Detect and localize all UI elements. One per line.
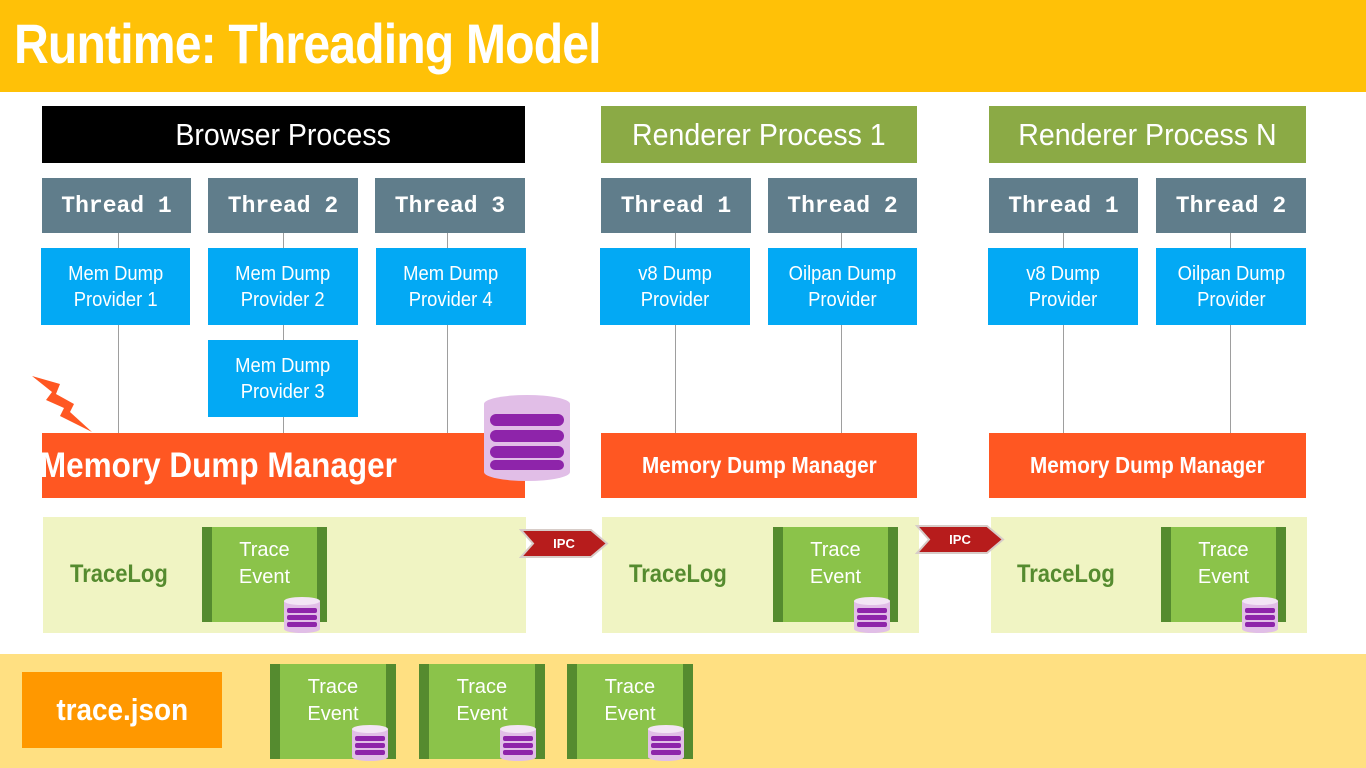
provider-label: Mem Dump Provider 1: [67, 262, 164, 311]
database-icon: [499, 724, 537, 762]
v8-dump-provider-r1: v8 Dump Provider: [600, 248, 750, 325]
page-title: Runtime: Threading Model: [14, 12, 602, 75]
provider-label: v8 Dump Provider: [1026, 262, 1100, 311]
browser-memory-dump-manager: Memory Dump Manager: [40, 433, 525, 498]
trace-event-label: Trace Event: [604, 676, 656, 725]
lightning-icon: [30, 370, 94, 434]
thread-line: [1230, 233, 1231, 433]
rendererN-memory-dump-manager: Memory Dump Manager: [989, 433, 1306, 498]
ipc-arrow-icon: IPC: [519, 527, 609, 560]
thread-line: [1063, 233, 1064, 433]
provider-label: Mem Dump Provider 3: [235, 354, 331, 403]
renderer1-memory-dump-manager: Memory Dump Manager: [601, 433, 917, 498]
renderer1-thread-2: Thread 2: [768, 178, 917, 233]
trace-event: Trace Event: [773, 527, 898, 622]
renderer1-thread-1: Thread 1: [601, 178, 751, 233]
browser-thread-1: Thread 1: [42, 178, 191, 233]
mem-dump-provider-4: Mem Dump Provider 4: [376, 248, 526, 325]
thread-line: [118, 233, 119, 433]
browser-thread-3: Thread 3: [375, 178, 525, 233]
database-icon: [853, 596, 891, 634]
trace-event: Trace Event: [419, 664, 545, 759]
ipc-label: IPC: [949, 532, 971, 547]
trace-event: Trace Event: [1161, 527, 1286, 622]
trace-json-badge: trace.json: [22, 672, 222, 748]
rendererN-thread-1: Thread 1: [989, 178, 1138, 233]
database-icon: [351, 724, 389, 762]
thread-line: [675, 233, 676, 433]
browser-thread-2: Thread 2: [208, 178, 358, 233]
thread-line: [841, 233, 842, 433]
oilpan-dump-provider-r1: Oilpan Dump Provider: [768, 248, 917, 325]
tracelog-label: TraceLog: [1017, 560, 1115, 588]
provider-label: Mem Dump Provider 2: [235, 262, 331, 311]
trace-event-label: Trace Event: [809, 539, 862, 588]
provider-label: Mem Dump Provider 4: [403, 262, 499, 311]
trace-event-label: Trace Event: [238, 539, 291, 588]
mem-dump-provider-1: Mem Dump Provider 1: [41, 248, 190, 325]
mem-dump-provider-3: Mem Dump Provider 3: [208, 340, 358, 417]
trace-event-label: Trace Event: [1197, 539, 1250, 588]
v8-dump-provider-rn: v8 Dump Provider: [988, 248, 1138, 325]
database-icon: [1241, 596, 1279, 634]
tracelog-label: TraceLog: [629, 560, 727, 588]
header-bar: [0, 0, 1366, 92]
tracelog-label: TraceLog: [70, 560, 168, 588]
thread-line: [283, 233, 284, 433]
provider-label: Oilpan Dump Provider: [1177, 262, 1285, 311]
renderer-process-n-header: Renderer Process N: [989, 106, 1306, 163]
database-icon: [482, 394, 572, 482]
provider-label: Oilpan Dump Provider: [788, 262, 897, 311]
oilpan-dump-provider-rn: Oilpan Dump Provider: [1156, 248, 1306, 325]
rendererN-thread-2: Thread 2: [1156, 178, 1306, 233]
ipc-arrow-icon: IPC: [915, 523, 1005, 556]
trace-event-label: Trace Event: [307, 676, 359, 725]
database-icon: [647, 724, 685, 762]
browser-process-header: Browser Process: [42, 106, 525, 163]
ipc-label: IPC: [553, 536, 575, 551]
mem-dump-provider-2: Mem Dump Provider 2: [208, 248, 358, 325]
provider-label: v8 Dump Provider: [638, 262, 712, 311]
database-icon: [283, 596, 321, 634]
trace-event-label: Trace Event: [456, 676, 508, 725]
renderer-process-1-header: Renderer Process 1: [601, 106, 917, 163]
thread-line: [447, 233, 448, 433]
